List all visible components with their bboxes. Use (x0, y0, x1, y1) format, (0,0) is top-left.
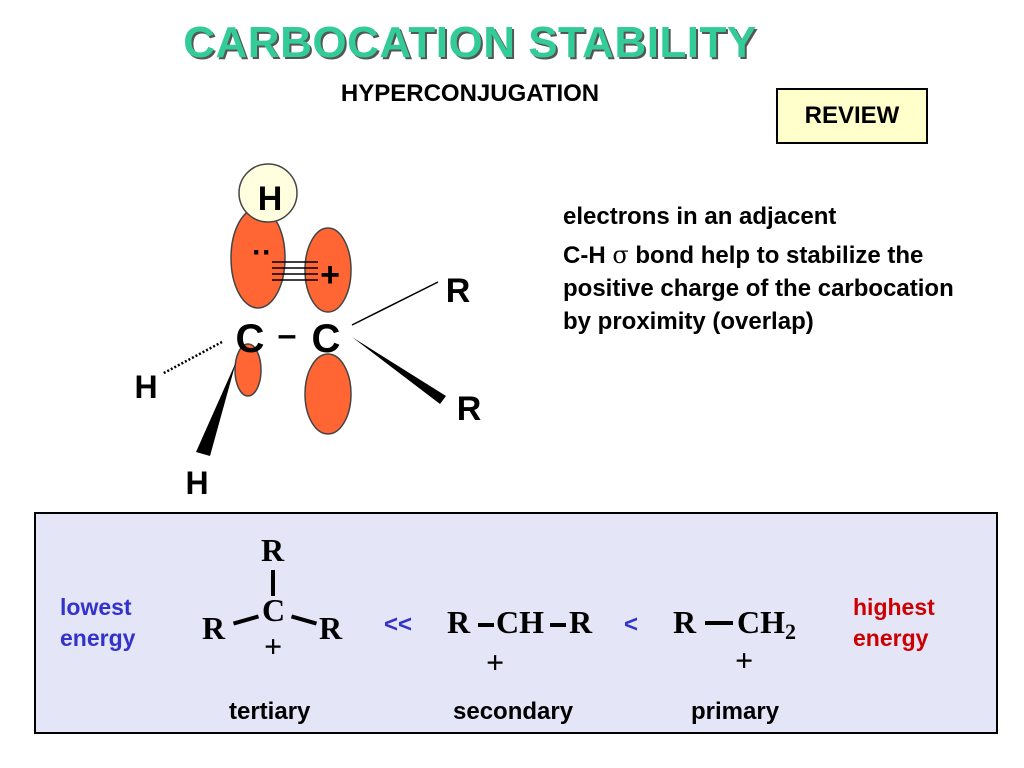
ch-sigma-orbital-lower (234, 343, 262, 397)
tertiary-r-right: R (319, 610, 343, 646)
page-title: CARBOCATION STABILITY (183, 18, 757, 67)
secondary-ch: CH (496, 604, 544, 640)
page-subtitle: HYPERCONJUGATION (340, 80, 600, 107)
lowest-energy-label: lowest energy (60, 594, 136, 652)
explanation-ch: C-H (563, 242, 613, 270)
primary-charge: + (735, 642, 754, 678)
bond-c-r-upper (351, 281, 439, 326)
secondary-left-bond (478, 623, 494, 627)
p-orbital-upper-lobe (304, 227, 352, 313)
carbon-right-label: C (312, 317, 341, 361)
secondary-r-left: R (447, 604, 471, 640)
tertiary-label: tertiary (229, 698, 311, 725)
hyperconjugation-diagram: H ·· + C – C R R H H (134, 163, 482, 501)
r-lower-label: R (457, 390, 482, 428)
much-less-than-operator: << (384, 611, 413, 638)
explanation-rest: bond help to stabilize the positive char… (563, 242, 954, 336)
h-top-label: H (258, 180, 283, 218)
sigma-symbol: σ (612, 241, 629, 270)
explanation-text: electrons in an adjacent C-H σ bond help… (563, 200, 983, 344)
wedge-bond-c-h-bottom (196, 362, 236, 456)
primary-r: R (673, 604, 697, 640)
lone-pair-dots: ·· (252, 236, 272, 269)
secondary-charge: + (486, 644, 505, 680)
overlap-lines (272, 261, 318, 281)
hydrogen-atom-circle (238, 163, 298, 223)
primary-ch2: CH2 (737, 604, 796, 645)
primary-ch: CH (737, 604, 785, 640)
r-upper-label: R (446, 272, 471, 310)
explanation-line-2: C-H σ bond help to stabilize the positiv… (563, 239, 983, 338)
stability-summary-box (34, 512, 998, 734)
cc-bond: – (278, 316, 297, 354)
explanation-line-1: electrons in an adjacent (563, 203, 837, 230)
dashed-bond-c-h (161, 340, 223, 376)
secondary-label: secondary (453, 698, 574, 725)
tertiary-carbon: C (262, 592, 286, 628)
p-orbital-lower-lobe (304, 353, 352, 435)
less-than-operator: < (624, 611, 639, 638)
tertiary-charge: + (264, 628, 283, 664)
highest-energy-label: highest energy (853, 594, 935, 652)
wedge-bond-c-r-lower (352, 337, 446, 404)
h-left-label: H (134, 369, 157, 405)
tertiary-r-left: R (202, 610, 226, 646)
review-badge: REVIEW (776, 88, 928, 144)
tertiary-vertical-bond (271, 570, 275, 596)
h-bottom-label: H (185, 465, 208, 501)
secondary-right-bond (550, 623, 566, 627)
positive-charge: + (320, 256, 340, 294)
primary-label: primary (691, 698, 780, 725)
primary-subscript: 2 (785, 619, 796, 644)
tertiary-r-top: R (261, 532, 285, 568)
carbon-left-label: C (236, 317, 265, 361)
secondary-r-right: R (569, 604, 593, 640)
primary-bond (705, 621, 733, 625)
